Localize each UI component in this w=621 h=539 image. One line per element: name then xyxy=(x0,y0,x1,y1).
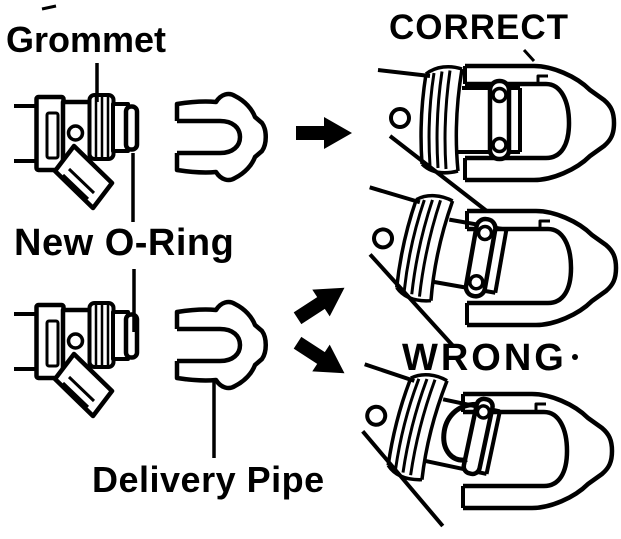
arrow-up-right-icon xyxy=(288,274,354,332)
wrong-label: WRONG xyxy=(402,337,567,379)
delivery-pipe-socket-top xyxy=(177,94,266,180)
deformed-oring xyxy=(441,396,495,477)
arrows xyxy=(288,117,354,387)
new-o-ring-label: New O-Ring xyxy=(14,222,235,264)
correct-label: CORRECT xyxy=(389,8,570,47)
assembled-view-wrong-tilted xyxy=(343,182,616,354)
arrow-right-icon xyxy=(296,117,352,149)
assembled-view-wrong-pinched-oring xyxy=(333,359,612,535)
grommet-label: Grommet xyxy=(6,19,167,60)
assembled-view-correct xyxy=(376,66,614,214)
injector-top xyxy=(14,95,137,208)
injector-bottom xyxy=(14,303,137,416)
dot-after-wrong xyxy=(572,354,578,360)
delivery-pipe-label: Delivery Pipe xyxy=(92,459,325,500)
leader-lines xyxy=(95,63,216,458)
tick-mark-top-left xyxy=(41,4,57,11)
print-artifacts xyxy=(41,4,578,360)
delivery-pipe-socket-bottom xyxy=(177,302,266,388)
tick-mark-under-correct xyxy=(522,48,536,63)
arrow-down-right-icon xyxy=(288,329,354,387)
